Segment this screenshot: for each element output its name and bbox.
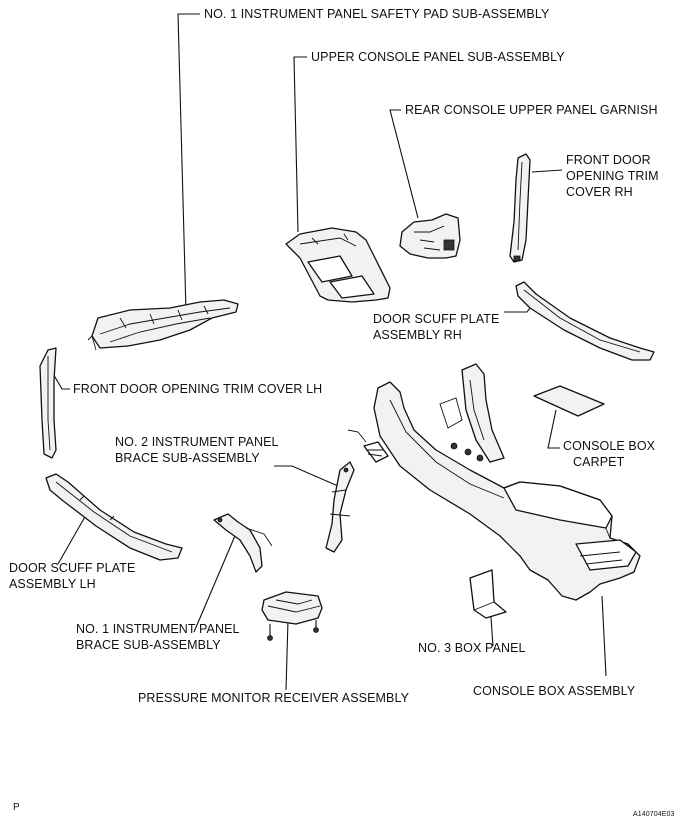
console-box-part [347, 363, 641, 601]
leader-brace-no2 [274, 465, 339, 487]
leader-front-trim-lh [51, 371, 70, 390]
leader-carpet [547, 409, 560, 449]
front-trim-rh-part [509, 153, 531, 263]
label-front-trim-rh-line2: OPENING TRIM [566, 169, 659, 183]
rear-garnish-part [399, 213, 461, 259]
label-brace-no2-line2: BRACE SUB-ASSEMBLY [115, 451, 260, 465]
label-carpet-line1: CONSOLE BOX [563, 439, 656, 453]
figure-id: A140704E03 [633, 811, 675, 818]
scuff-lh-part [45, 473, 183, 561]
label-box-panel: NO. 3 BOX PANEL [418, 641, 526, 655]
leader-lines [51, 13, 607, 691]
scuff-rh-part [515, 281, 655, 361]
leader-front-trim-rh [531, 169, 563, 173]
console-carpet-part [533, 385, 605, 417]
box-panel-part [469, 569, 507, 619]
brace-no2-part [325, 461, 355, 553]
label-upper-console: UPPER CONSOLE PANEL SUB-ASSEMBLY [311, 50, 565, 64]
front-trim-lh-part [39, 347, 57, 459]
safety-pad-part [87, 299, 239, 351]
label-rear-garnish: REAR CONSOLE UPPER PANEL GARNISH [405, 103, 658, 117]
label-safety-pad: NO. 1 INSTRUMENT PANEL SAFETY PAD SUB-AS… [204, 7, 550, 21]
label-front-trim-rh-line1: FRONT DOOR [566, 153, 651, 167]
leader-console-box [601, 595, 607, 677]
leader-pressure-receiver [285, 619, 289, 691]
leader-upper-console [293, 56, 307, 233]
label-front-trim-rh-line3: COVER RH [566, 185, 633, 199]
pressure-receiver-part [261, 591, 323, 641]
label-scuff-lh-line2: ASSEMBLY LH [9, 577, 96, 591]
upper-console-part [285, 227, 391, 303]
leader-rear-garnish [389, 109, 419, 219]
label-pressure-receiver: PRESSURE MONITOR RECEIVER ASSEMBLY [138, 691, 410, 705]
label-scuff-lh-line1: DOOR SCUFF PLATE [9, 561, 136, 575]
label-console-box: CONSOLE BOX ASSEMBLY [473, 684, 636, 698]
page-code: P [13, 802, 20, 813]
leader-brace-no1 [193, 523, 241, 633]
label-carpet-line2: CARPET [573, 455, 625, 469]
label-scuff-rh-line2: ASSEMBLY RH [373, 328, 462, 342]
leader-safety-pad [177, 13, 200, 313]
brace-no1-part [213, 513, 273, 573]
label-brace-no1-line2: BRACE SUB-ASSEMBLY [76, 638, 221, 652]
label-brace-no1-line1: NO. 1 INSTRUMENT PANEL [76, 622, 240, 636]
label-brace-no2-line1: NO. 2 INSTRUMENT PANEL [115, 435, 279, 449]
label-scuff-rh-line1: DOOR SCUFF PLATE [373, 312, 500, 326]
label-front-trim-lh: FRONT DOOR OPENING TRIM COVER LH [73, 382, 323, 396]
